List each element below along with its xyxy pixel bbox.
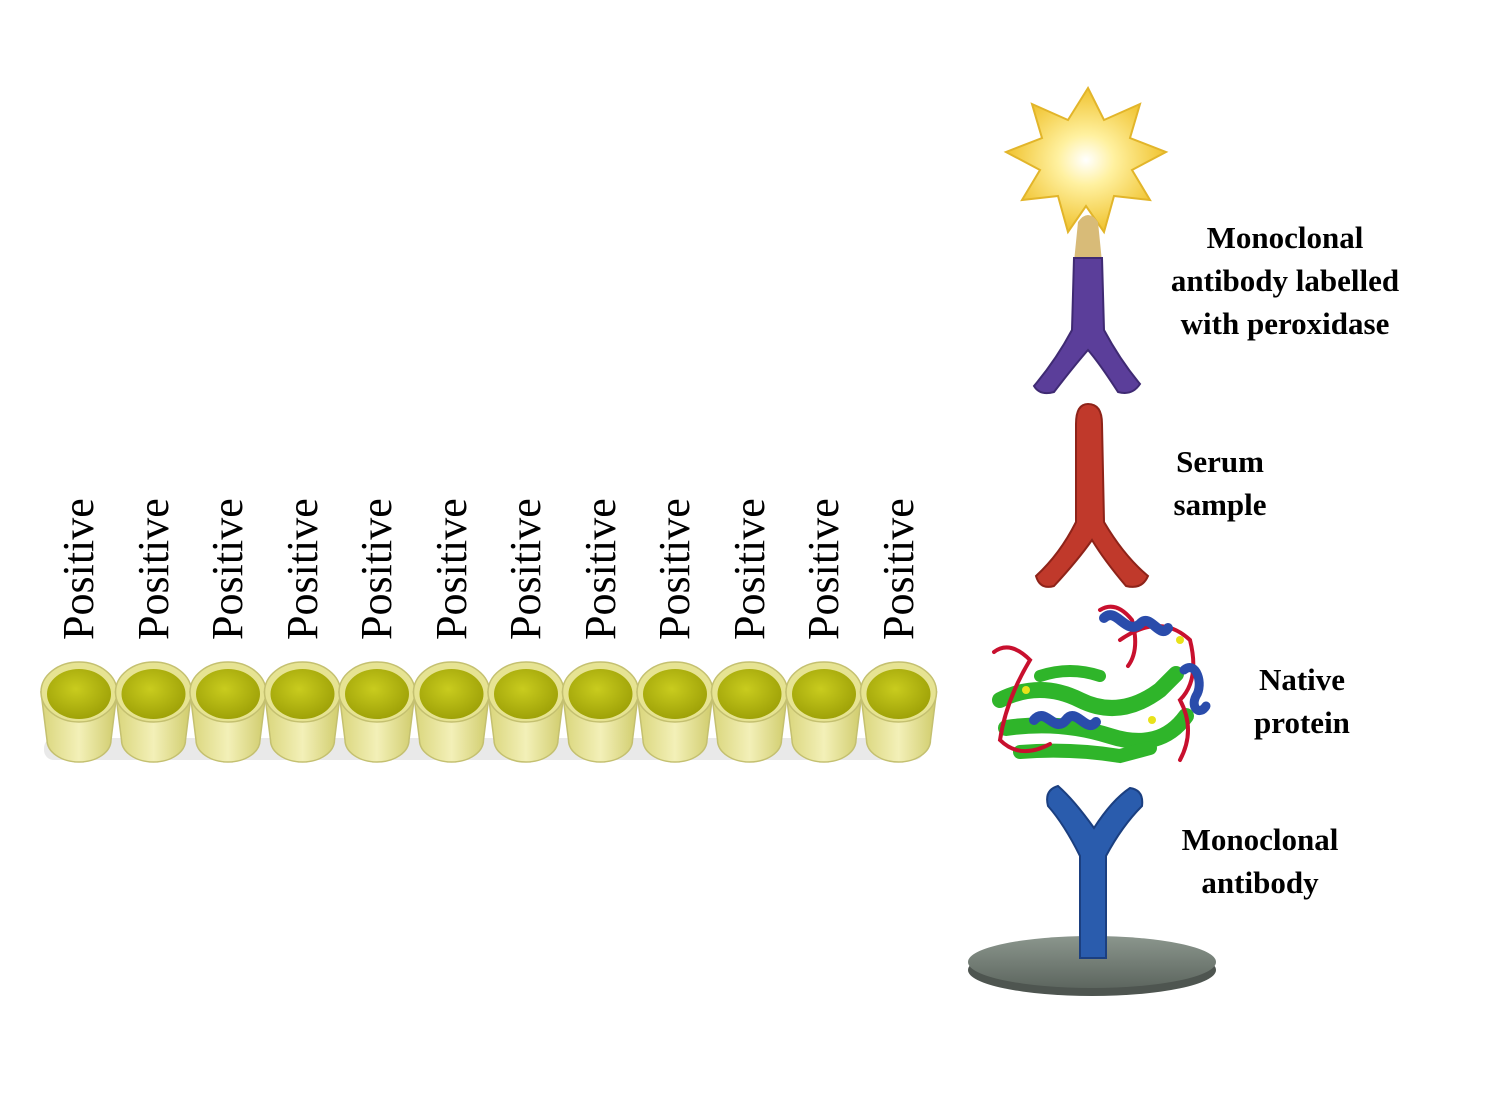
well-label-text: Positive bbox=[352, 498, 401, 640]
well-label-text: Positive bbox=[203, 498, 252, 640]
well bbox=[636, 661, 714, 763]
well bbox=[710, 661, 789, 763]
well-strip bbox=[40, 661, 938, 763]
well-label-text: Positive bbox=[426, 498, 476, 640]
well-label-text: Positive bbox=[650, 498, 699, 640]
well-label-text: Positive bbox=[724, 498, 774, 640]
well bbox=[338, 661, 416, 763]
well bbox=[189, 661, 267, 763]
well bbox=[263, 661, 342, 763]
well-label-text: Positive bbox=[501, 498, 550, 640]
well bbox=[487, 661, 565, 763]
capture-antibody-icon bbox=[1046, 784, 1144, 959]
well-label-text: Positive bbox=[873, 498, 923, 640]
well bbox=[785, 661, 863, 763]
well-label-text: Positive bbox=[54, 498, 103, 640]
well-label-text: Positive bbox=[575, 498, 625, 640]
well-label-text: Positive bbox=[277, 498, 327, 640]
native-protein-label: Native protein bbox=[1254, 662, 1350, 740]
labelled-antibody-icon bbox=[1032, 215, 1142, 395]
well bbox=[40, 661, 118, 763]
plate-surface-icon bbox=[968, 936, 1216, 996]
well bbox=[114, 661, 193, 763]
well-label-text: Positive bbox=[799, 498, 848, 640]
well bbox=[859, 661, 938, 763]
serum-sample-label: Serum sample bbox=[1173, 444, 1267, 522]
peroxidase-star-icon bbox=[1003, 85, 1169, 235]
serum-antibody-icon bbox=[1034, 402, 1150, 588]
monoclonal-antibody-label: Monoclonal antibody bbox=[1181, 822, 1339, 900]
labelled-antibody-label: Monoclonal antibody labelled with peroxi… bbox=[1170, 220, 1400, 341]
native-protein-icon bbox=[992, 604, 1211, 764]
well-label-text: Positive bbox=[128, 498, 178, 640]
well bbox=[412, 661, 491, 763]
well bbox=[561, 661, 640, 763]
